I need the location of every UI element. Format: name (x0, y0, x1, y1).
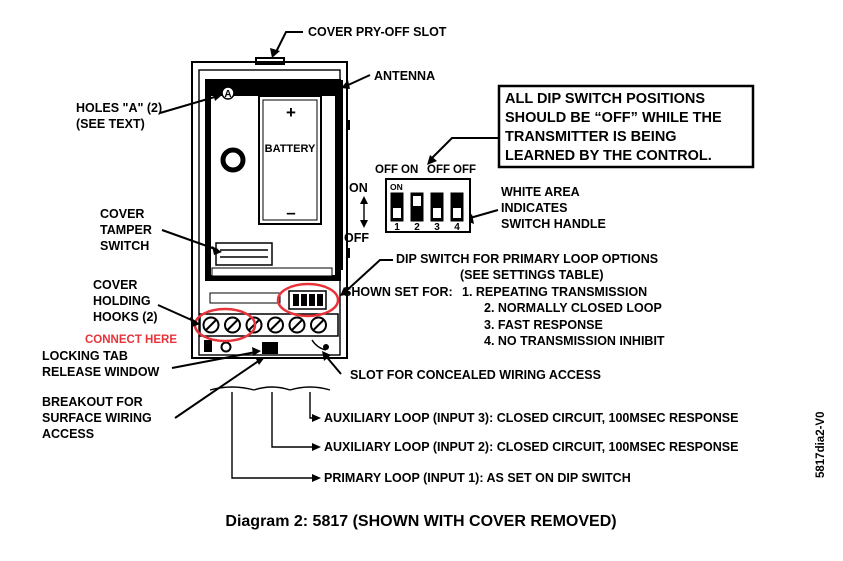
option-4: 4. NO TRANSMISSION INHIBIT (484, 334, 665, 348)
dip-switch-4 (450, 192, 464, 222)
breakout-label-3: ACCESS (42, 427, 94, 441)
locking-tab-label-2: RELEASE WINDOW (42, 365, 160, 379)
terminal-screw (288, 316, 306, 334)
side-code: 5817dia2-V0 (815, 412, 827, 479)
mounting-hole (220, 147, 246, 173)
dip-switch-board (288, 290, 327, 310)
cover-pry-off-label: COVER PRY-OFF SLOT (308, 25, 447, 39)
pcb-strip (209, 267, 333, 304)
dip-state-label: OFF (453, 164, 476, 176)
terminal-block (199, 313, 339, 337)
terminal-screw (267, 316, 284, 334)
primary-loop-label: PRIMARY LOOP (INPUT 1): AS SET ON DIP SW… (324, 471, 631, 485)
locking-tab-label-1: LOCKING TAB (42, 349, 128, 363)
warning-line-2: SHOULD BE “OFF” WHILE THE (505, 110, 722, 126)
diagram-caption: Diagram 2: 5817 (SHOWN WITH COVER REMOVE… (225, 513, 616, 530)
dip-highlight-circle (276, 282, 340, 318)
cover-holding-label-2: HOLDING (93, 294, 151, 308)
hole-a-marker: A (224, 89, 231, 100)
option-3: 3. FAST RESPONSE (484, 318, 603, 332)
dip-switch-1 (390, 192, 404, 222)
cover-tamper-label-3: SWITCH (100, 239, 149, 253)
dip-switch-2 (410, 192, 424, 222)
connect-here-label: CONNECT HERE (85, 334, 177, 346)
dip-state-label: OFF (375, 164, 398, 176)
battery: + BATTERY – (258, 92, 322, 225)
aux-loop-2-label: AUXILIARY LOOP (INPUT 2): CLOSED CIRCUIT… (324, 440, 738, 454)
cover-tamper-label-1: COVER (100, 207, 144, 221)
dip-on-small: ON (390, 182, 403, 192)
battery-minus: – (286, 203, 295, 222)
cover-holding-label-3: HOOKS (2) (93, 310, 158, 324)
housing-bottom (204, 339, 329, 354)
dip-primary-label-2: (SEE SETTINGS TABLE) (460, 268, 604, 282)
slot-concealed-label: SLOT FOR CONCEALED WIRING ACCESS (350, 368, 601, 382)
cover-tamper-label-2: TAMPER (100, 223, 152, 237)
aux-loop-3-label: AUXILIARY LOOP (INPUT 3): CLOSED CIRCUIT… (324, 411, 738, 425)
warning-line-3: TRANSMITTER IS BEING (505, 129, 677, 145)
tamper-switch (215, 242, 273, 266)
terminal-screws (202, 316, 327, 334)
antenna-label: ANTENNA (374, 69, 435, 83)
breakout-label-2: SURFACE WIRING (42, 411, 152, 425)
breakout-label-1: BREAKOUT FOR (42, 395, 143, 409)
dip-switches (390, 192, 464, 222)
white-area-label-1: WHITE AREA (501, 185, 580, 199)
cover-holding-label-1: COVER (93, 278, 137, 292)
device-housing (191, 57, 350, 359)
white-area-label-2: INDICATES (501, 201, 567, 215)
dip-number: 1 (394, 222, 400, 233)
leader-lines (157, 31, 499, 482)
battery-label: BATTERY (265, 143, 316, 155)
shown-set-for-label: SHOWN SET FOR: (343, 285, 453, 299)
off-label: OFF (344, 231, 369, 245)
dip-primary-label-1: DIP SWITCH FOR PRIMARY LOOP OPTIONS (396, 252, 658, 266)
dip-number: 3 (434, 222, 440, 233)
dip-numbers: 1 2 3 4 (394, 222, 460, 233)
on-label: ON (349, 181, 368, 195)
dip-switch-3 (430, 192, 444, 222)
battery-plus: + (286, 103, 296, 122)
white-area-label-3: SWITCH HANDLE (501, 217, 606, 231)
option-2: 2. NORMALLY CLOSED LOOP (484, 301, 662, 315)
dip-state-label: ON (401, 164, 418, 176)
holes-a-label-2: (SEE TEXT) (76, 117, 145, 131)
terminal-screw (310, 316, 327, 334)
dip-number: 2 (414, 222, 420, 233)
option-1: 1. REPEATING TRANSMISSION (462, 285, 647, 299)
terminal-screw (202, 316, 220, 334)
dip-number: 4 (454, 222, 460, 233)
holes-a-label-1: HOLES "A" (2) (76, 101, 162, 115)
warning-line-4: LEARNED BY THE CONTROL. (505, 148, 712, 164)
hole-a: A (221, 86, 235, 100)
dip-state-label: OFF (427, 164, 450, 176)
warning-box: ALL DIP SWITCH POSITIONS SHOULD BE “OFF”… (497, 84, 755, 169)
terminal-screw (224, 316, 241, 334)
warning-line-1: ALL DIP SWITCH POSITIONS (505, 91, 705, 107)
